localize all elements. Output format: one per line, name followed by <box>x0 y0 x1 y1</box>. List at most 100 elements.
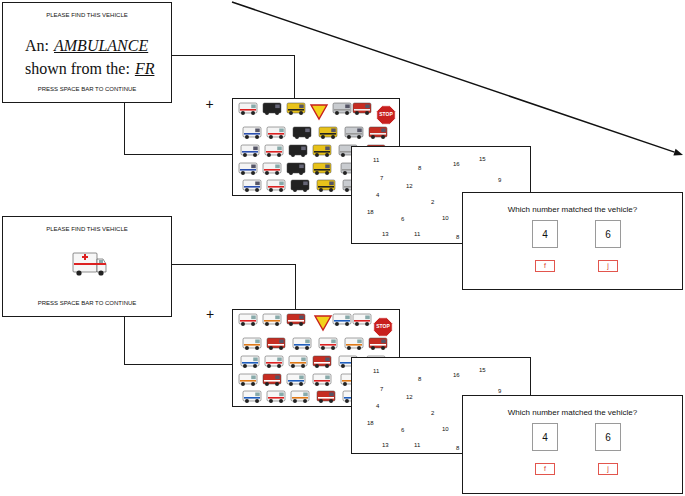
response-screen: Which number matched the vehicle?46fj <box>462 192 683 290</box>
vehicle-icon <box>313 374 331 386</box>
instruction-screen: PLEASE FIND THIS VEHICLEPRESS SPACE BAR … <box>2 216 172 317</box>
box-label: j <box>607 262 609 270</box>
illustration-part <box>97 259 106 272</box>
illustration-part <box>275 382 279 386</box>
illustration-part <box>241 382 245 386</box>
illustration-part <box>288 380 304 382</box>
illustration-part <box>293 399 297 403</box>
array-number: 9 <box>498 388 501 395</box>
illustration-part <box>289 382 293 386</box>
illustration-part <box>251 165 256 169</box>
illustration-part <box>329 182 334 186</box>
illustration-part <box>255 129 259 133</box>
vehicle-icon <box>345 127 363 139</box>
screen-text: PLEASE FIND THIS VEHICLE <box>46 226 128 233</box>
key-box: j <box>598 463 618 475</box>
illustration-part <box>299 322 303 326</box>
illustration-part <box>251 316 256 320</box>
box-label: f <box>544 262 546 270</box>
array-number: 9 <box>498 177 501 184</box>
illustration-part <box>288 320 304 322</box>
vehicle-icon <box>293 338 311 350</box>
screen-text: AMBULANCE <box>54 37 148 55</box>
illustration-part <box>268 186 284 188</box>
illustration-part <box>251 382 255 386</box>
illustration-part <box>319 399 323 403</box>
illustration-part <box>343 382 347 386</box>
illustration-part <box>242 362 258 364</box>
illustration-part <box>279 399 283 403</box>
vehicle-icon <box>333 314 351 326</box>
vehicle-icon <box>317 180 335 192</box>
arrow-head <box>673 149 683 156</box>
illustration-part <box>292 186 308 188</box>
illustration-part <box>331 346 335 350</box>
screen-text: Which number matched the vehicle? <box>508 206 637 215</box>
illustration-part <box>289 171 293 175</box>
illustration-part <box>275 322 279 326</box>
illustration-part <box>268 133 284 135</box>
vehicle-icon <box>267 127 285 139</box>
key-box: f <box>535 260 555 272</box>
vehicle-icon <box>265 356 283 368</box>
illustration-part <box>268 397 284 399</box>
illustration-part <box>371 135 375 139</box>
illustration-part <box>279 129 284 133</box>
stop-sign <box>377 106 395 124</box>
vehicle-icon <box>319 127 337 139</box>
illustration-part <box>325 147 330 151</box>
illustration-part <box>346 133 362 135</box>
vehicle-icon <box>313 145 331 157</box>
array-number: 4 <box>376 192 379 199</box>
illustration-part <box>335 111 339 115</box>
illustration-part <box>269 188 273 192</box>
illustration-part <box>314 380 330 382</box>
array-number: 12 <box>406 183 413 190</box>
illustration-part <box>240 169 256 171</box>
illustration-part <box>244 344 260 346</box>
illustration-part <box>321 135 325 139</box>
illustration-part <box>275 165 280 169</box>
illustration-part <box>253 364 257 368</box>
vehicle-icon <box>239 374 257 386</box>
array-number: 8 <box>418 376 421 383</box>
illustration-part <box>331 135 335 139</box>
illustration-part <box>279 346 283 350</box>
vehicle-icon <box>263 374 281 386</box>
illustration-part <box>245 135 249 139</box>
illustration-part <box>244 397 260 399</box>
vehicle-icon <box>287 163 305 175</box>
array-number: 10 <box>442 426 449 433</box>
answer-box: 4 <box>532 423 558 451</box>
illustration-part <box>289 111 293 115</box>
illustration-part <box>265 171 269 175</box>
array-number: 13 <box>382 231 389 238</box>
illustration-part <box>84 254 86 260</box>
array-number: 4 <box>376 403 379 410</box>
illustration-part <box>294 133 310 135</box>
illustration-part <box>303 188 307 192</box>
vehicle-icon <box>353 103 371 115</box>
illustration-part <box>255 399 259 403</box>
vehicle-icon <box>317 391 335 403</box>
array-number: 6 <box>401 216 404 223</box>
response-screen: Which number matched the vehicle?46fj <box>462 395 683 494</box>
illustration-part <box>242 151 258 153</box>
illustration-part <box>345 399 349 403</box>
illustration-part <box>303 182 308 186</box>
illustration-part <box>325 376 330 380</box>
vehicle-icon <box>243 180 261 192</box>
illustration-part <box>251 376 256 380</box>
array-number: 12 <box>406 394 413 401</box>
illustration-part <box>244 186 260 188</box>
vehicle-icon <box>267 391 285 403</box>
illustration-part <box>245 188 249 192</box>
illustration-part <box>299 105 304 109</box>
illustration-part <box>305 346 309 350</box>
illustration-part <box>275 105 280 109</box>
illustration-part <box>255 393 259 397</box>
stop-sign <box>374 318 392 336</box>
illustration-part <box>299 376 304 380</box>
illustration-part <box>245 399 249 403</box>
illustration-part <box>290 151 306 153</box>
